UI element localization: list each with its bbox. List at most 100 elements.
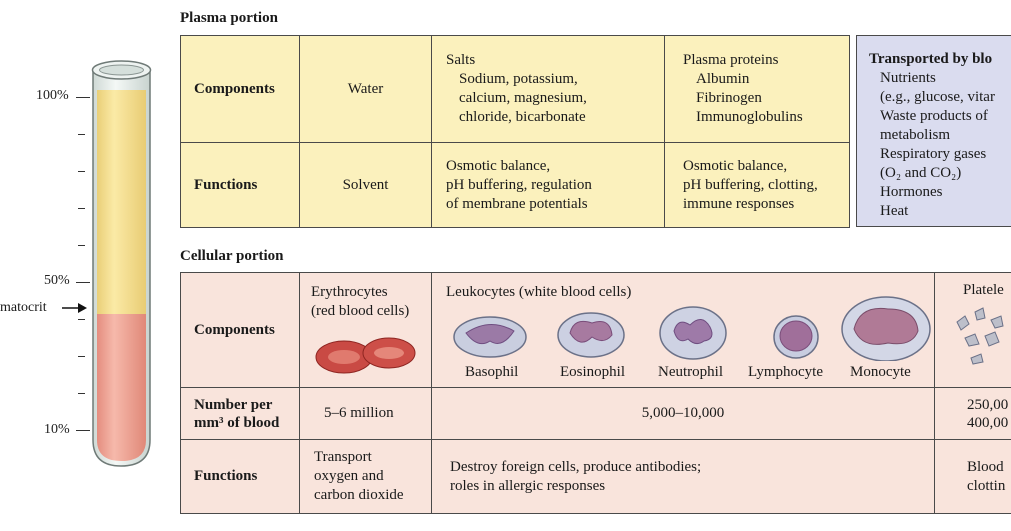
tick bbox=[78, 245, 85, 246]
monocyte-label: Monocyte bbox=[850, 364, 911, 380]
leukocytes-function-line: roles in allergic responses bbox=[450, 477, 606, 494]
plasma-functions-header: Functions bbox=[180, 142, 300, 228]
water-function: Solvent bbox=[299, 142, 432, 228]
salts-line: Sodium, potassium, bbox=[459, 71, 578, 87]
plasma-table: Components Water Salts Sodium, potassium… bbox=[180, 35, 850, 228]
basophil-cell bbox=[453, 316, 527, 358]
erythrocytes-number: 5–6 million bbox=[299, 387, 432, 440]
cellular-table: Components Erythrocytes (red blood cells… bbox=[180, 272, 1011, 514]
tick bbox=[78, 171, 85, 172]
lymphocyte-label: Lymphocyte bbox=[748, 364, 823, 380]
transported-item: (e.g., glucose, vitar bbox=[880, 89, 995, 105]
cellular-number-header: Number per mm³ of blood bbox=[180, 387, 300, 440]
platelets-number-line: 250,00 bbox=[967, 396, 1009, 413]
leukocytes-function: Destroy foreign cells, produce antibodie… bbox=[431, 439, 935, 514]
transported-item: Respiratory gases bbox=[880, 146, 987, 162]
proteins-function-line: pH buffering, clotting, bbox=[683, 176, 818, 193]
plasma-proteins-heading: Plasma proteins bbox=[683, 52, 779, 68]
cellular-functions-row: Functions Transport oxygen and carbon di… bbox=[180, 439, 1011, 514]
plasma-functions-row: Functions Solvent Osmotic balance, pH bu… bbox=[180, 142, 850, 228]
leukocytes-cell: Leukocytes (white blood cells) bbox=[431, 272, 935, 388]
leukocytes-number: 5,000–10,000 bbox=[431, 387, 935, 440]
erythrocytes-function-line: oxygen and bbox=[314, 468, 384, 484]
plasma-protein-item: Fibrinogen bbox=[696, 90, 762, 106]
hematocrit-label: matocrit bbox=[0, 300, 47, 315]
label-50-percent: 50% bbox=[44, 273, 70, 288]
platelets-function-line: clottin bbox=[967, 477, 1006, 494]
cellular-number-row: Number per mm³ of blood 5–6 million 5,00… bbox=[180, 387, 1011, 440]
transported-by-blood-box: Transported by blo Nutrients (e.g., gluc… bbox=[856, 35, 1011, 227]
salts-function: Osmotic balance, pH buffering, regulatio… bbox=[431, 142, 665, 228]
white-blood-cells-illustration bbox=[453, 296, 931, 361]
tick bbox=[78, 319, 85, 320]
cellular-portion-title: Cellular portion bbox=[180, 248, 284, 264]
erythrocytes-function-line: Transport bbox=[314, 449, 372, 465]
transported-item: (O₂ and CO₂) bbox=[880, 165, 962, 181]
tube-plasma-layer bbox=[97, 90, 146, 314]
erythrocytes-function: Transport oxygen and carbon dioxide bbox=[299, 439, 432, 514]
transported-item: metabolism bbox=[880, 127, 950, 143]
transported-item: Nutrients bbox=[880, 70, 936, 86]
salts-line: chloride, bicarbonate bbox=[459, 109, 586, 125]
tick bbox=[78, 208, 85, 209]
plasma-components-header: Components bbox=[180, 35, 300, 143]
plasma-portion-title: Plasma portion bbox=[180, 10, 278, 26]
erythrocytes-label: Erythrocytes bbox=[311, 284, 388, 300]
platelets-number-line: 400,00 bbox=[967, 414, 1009, 431]
cellular-components-row: Components Erythrocytes (red blood cells… bbox=[180, 272, 1011, 388]
platelets-label: Platele bbox=[963, 282, 1004, 298]
plasma-proteins-component: Plasma proteins Albumin Fibrinogen Immun… bbox=[664, 35, 850, 143]
tick bbox=[78, 134, 85, 135]
plasma-protein-item: Immunoglobulins bbox=[696, 109, 803, 125]
label-10-percent: 10% bbox=[44, 422, 70, 437]
salts-line: calcium, magnesium, bbox=[459, 90, 587, 106]
number-header-line: Number per bbox=[194, 396, 273, 413]
basophil-label: Basophil bbox=[465, 364, 519, 380]
lymphocyte-cell bbox=[773, 315, 819, 359]
salts-component: Salts Sodium, potassium, calcium, magnes… bbox=[431, 35, 665, 143]
plasma-components-row: Components Water Salts Sodium, potassium… bbox=[180, 35, 850, 143]
eosinophil-cell bbox=[557, 312, 625, 358]
salts-function-line: pH buffering, regulation bbox=[446, 176, 592, 193]
platelets-function-line: Blood bbox=[967, 458, 1004, 475]
proteins-function-line: Osmotic balance, bbox=[683, 157, 788, 174]
tube-cell-layer bbox=[97, 314, 146, 461]
plasma-protein-item: Albumin bbox=[696, 71, 750, 87]
platelets-cell: Platele bbox=[934, 272, 1011, 388]
test-tube-graphic bbox=[91, 60, 152, 467]
eosinophil-label: Eosinophil bbox=[560, 364, 626, 380]
tick-10 bbox=[76, 430, 90, 431]
platelets-function: Blood clottin bbox=[934, 439, 1011, 514]
monocyte-cell bbox=[841, 296, 931, 361]
neutrophil-cell bbox=[659, 306, 727, 360]
tick bbox=[78, 356, 85, 357]
tick-50 bbox=[76, 282, 90, 283]
erythrocytes-sublabel: (red blood cells) bbox=[311, 303, 410, 319]
leukocytes-function-line: Destroy foreign cells, produce antibodie… bbox=[450, 458, 702, 475]
transported-title: Transported by blo bbox=[869, 51, 993, 67]
label-100-percent: 100% bbox=[36, 88, 69, 103]
leukocytes-label: Leukocytes (white blood cells) bbox=[446, 284, 632, 300]
cellular-components-header: Components bbox=[180, 272, 300, 388]
proteins-function-line: immune responses bbox=[683, 195, 795, 212]
salts-heading: Salts bbox=[446, 52, 476, 68]
transported-item: Hormones bbox=[880, 184, 943, 200]
tick bbox=[78, 393, 85, 394]
number-header-line: mm³ of blood bbox=[194, 414, 280, 431]
erythrocytes-cell: Erythrocytes (red blood cells) bbox=[299, 272, 432, 388]
platelets-illustration bbox=[956, 307, 1004, 365]
salts-function-line: Osmotic balance, bbox=[446, 157, 551, 174]
transported-item: Waste products of bbox=[880, 108, 988, 124]
salts-function-line: of membrane potentials bbox=[446, 195, 588, 212]
red-blood-cells-illustration bbox=[315, 337, 416, 374]
plasma-proteins-function: Osmotic balance, pH buffering, clotting,… bbox=[664, 142, 850, 228]
hematocrit-arrow-icon bbox=[62, 303, 87, 313]
neutrophil-label: Neutrophil bbox=[658, 364, 723, 380]
platelets-number: 250,00 400,00 bbox=[934, 387, 1011, 440]
tick-100 bbox=[76, 97, 90, 98]
cellular-functions-header: Functions bbox=[180, 439, 300, 514]
test-tube-figure: 100% 50% 10% matocrit bbox=[0, 0, 175, 531]
transported-item: Heat bbox=[880, 203, 909, 219]
water-component: Water bbox=[299, 35, 432, 143]
erythrocytes-function-line: carbon dioxide bbox=[314, 487, 404, 503]
